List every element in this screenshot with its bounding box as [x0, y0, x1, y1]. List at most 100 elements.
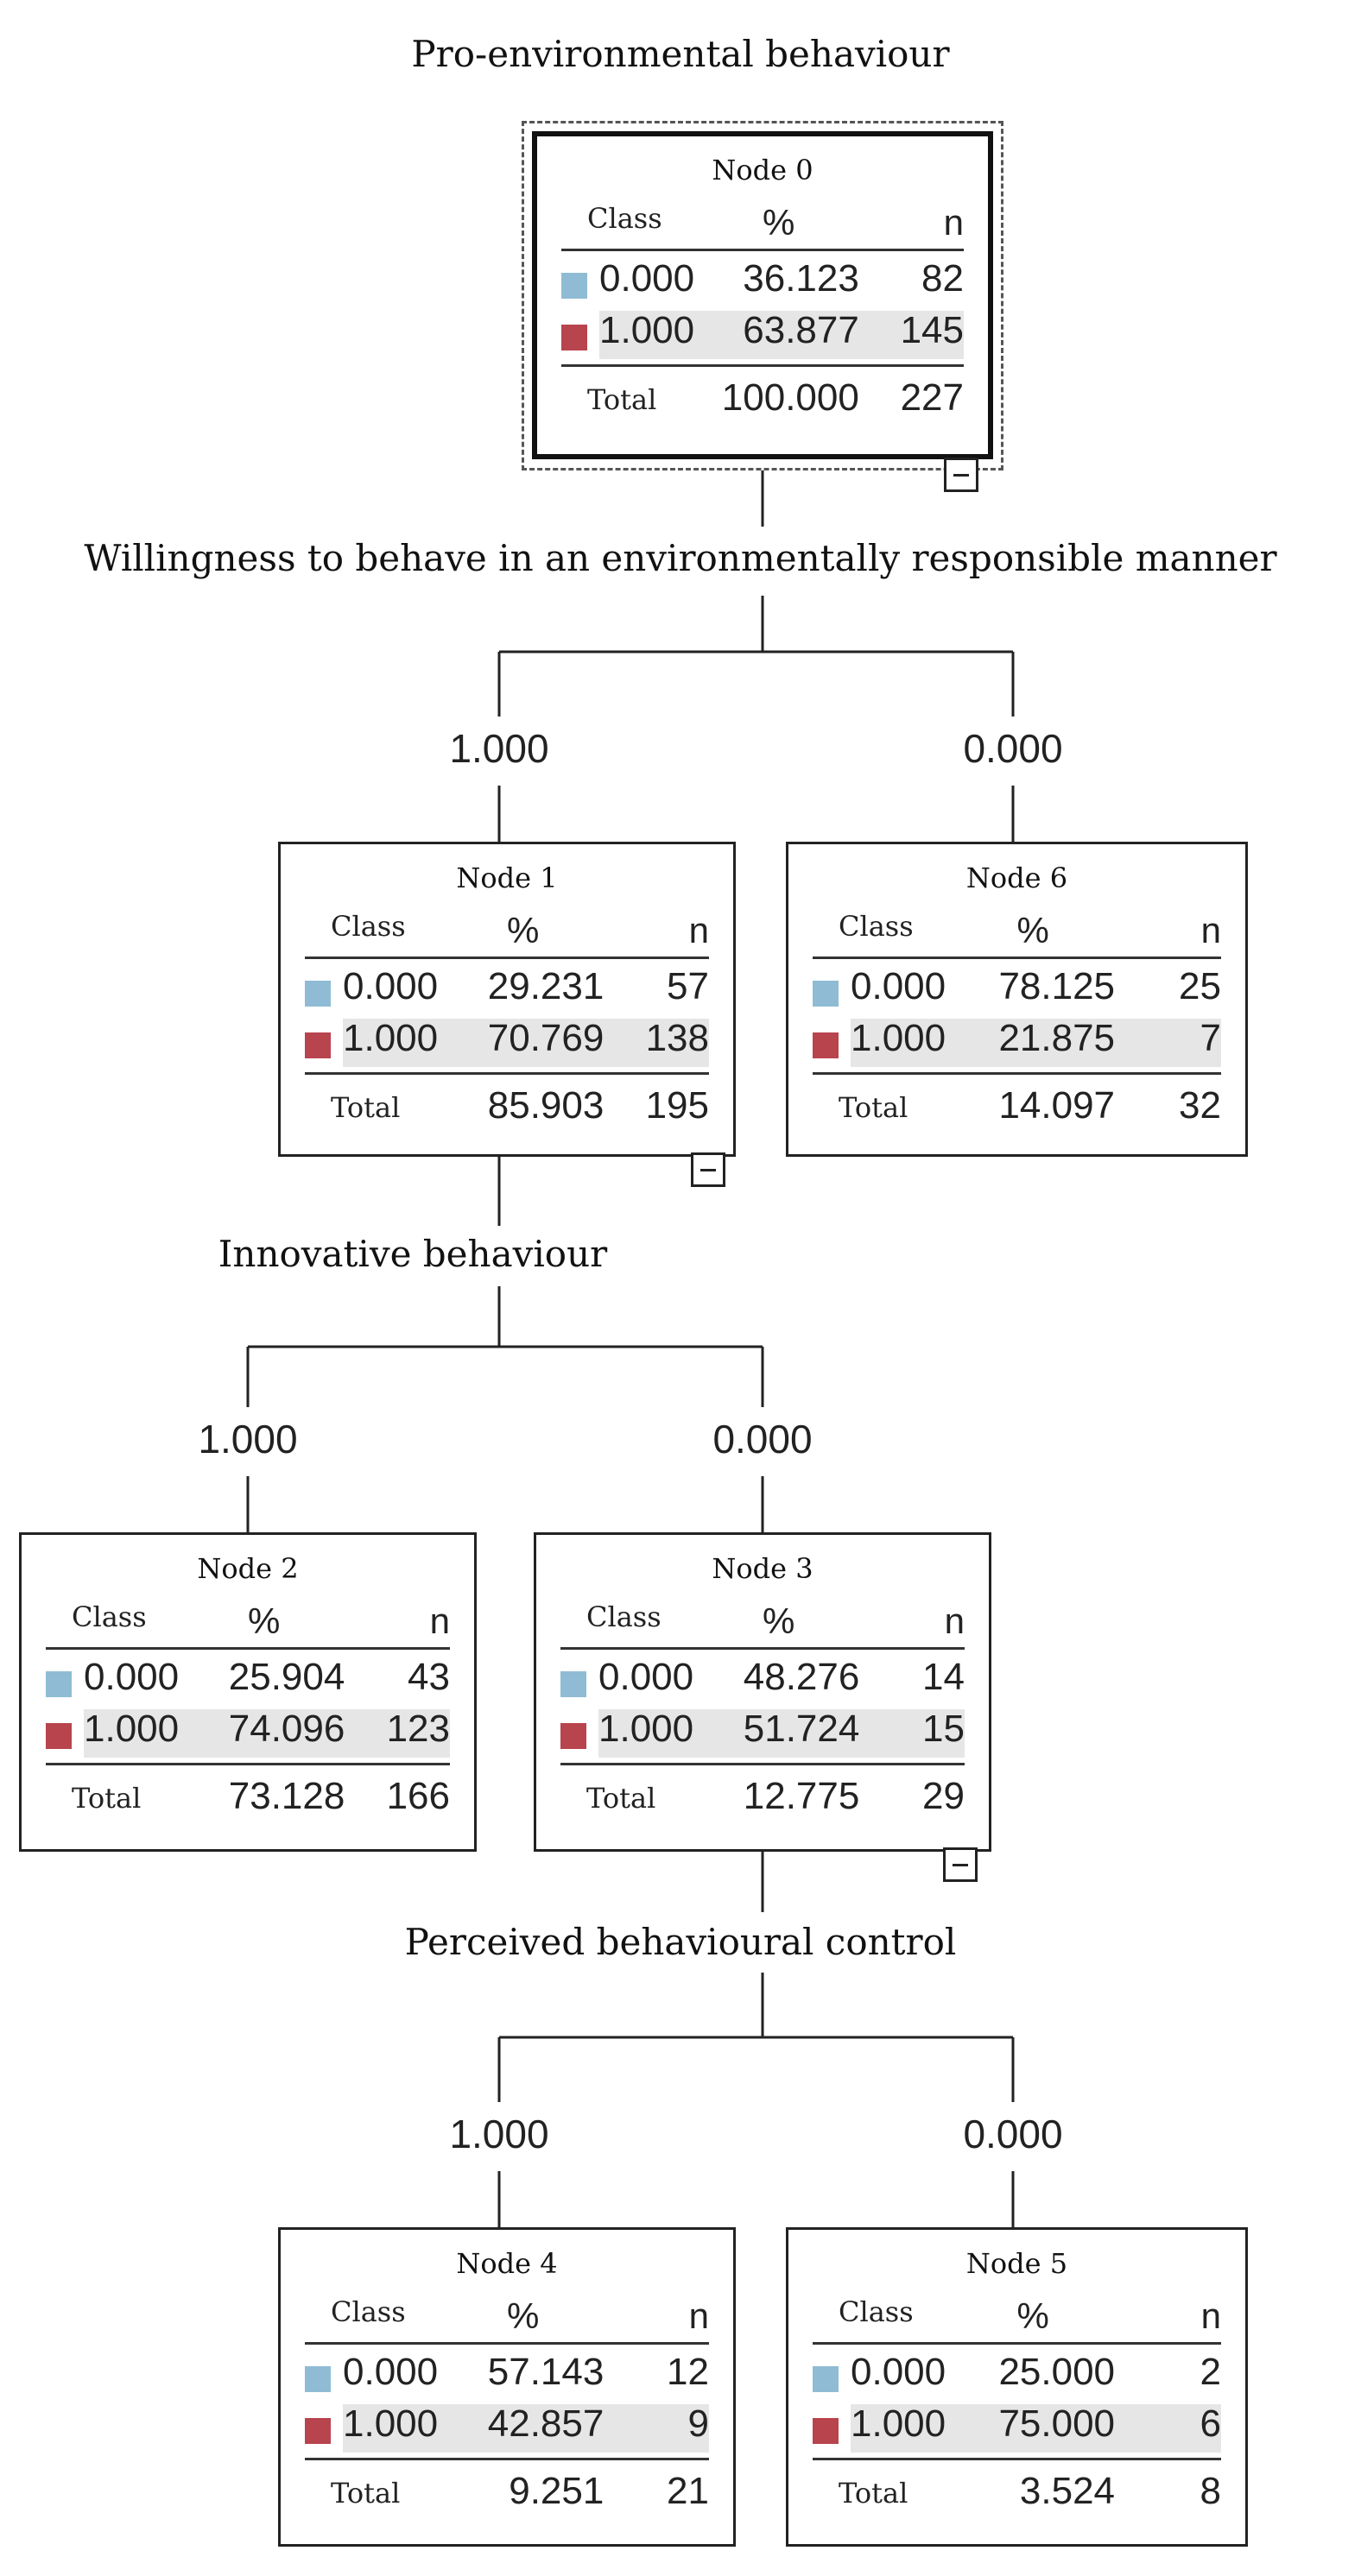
class-1-value: 1.000: [343, 1017, 439, 1059]
class-1-n: 9: [687, 2402, 709, 2445]
node-title: Node 6: [965, 862, 1068, 894]
class-0-value: 0.000: [851, 965, 946, 1007]
total-rule: [46, 1763, 450, 1765]
class-0-percent: 25.000: [998, 2351, 1116, 2393]
node-table: Class % n 0.000 29.231 57 1.000 70.769 1…: [305, 906, 709, 1157]
header-class: Class: [839, 910, 914, 943]
header-n: n: [429, 1601, 450, 1641]
node-title: Node 4: [456, 2247, 558, 2280]
header-percent: %: [507, 2295, 540, 2336]
class-0-swatch: [561, 273, 587, 299]
header-rule: [305, 2342, 709, 2345]
collapse-minus-icon[interactable]: [691, 1152, 725, 1187]
class-1-n: 6: [1200, 2402, 1221, 2445]
class-1-swatch: [46, 1723, 72, 1749]
class-1-value: 1.000: [851, 1017, 946, 1059]
class-0-percent: 36.123: [743, 257, 859, 300]
class-1-n: 123: [386, 1708, 450, 1750]
branch-label-split1-left: 1.000: [449, 726, 549, 771]
total-rule: [561, 364, 964, 367]
total-n: 32: [1179, 1084, 1221, 1127]
header-percent: %: [248, 1601, 281, 1641]
split1-variable-label: Willingness to behave in an environmenta…: [84, 537, 1277, 579]
class-1-value: 1.000: [343, 2402, 439, 2445]
class-0-n: 14: [922, 1656, 965, 1698]
class-1-swatch: [561, 325, 587, 350]
total-percent: 73.128: [228, 1775, 345, 1817]
branch-label-split1-right: 0.000: [963, 726, 1063, 771]
class-0-percent: 25.904: [228, 1656, 345, 1698]
split3-variable-label: Perceived behavioural control: [404, 1921, 957, 1963]
class-0-n: 25: [1179, 965, 1221, 1007]
class-1-swatch: [813, 1032, 839, 1058]
class-0-swatch: [46, 1671, 72, 1697]
header-rule: [305, 957, 709, 959]
total-n: 227: [900, 376, 964, 419]
class-1-percent: 70.769: [487, 1017, 605, 1059]
total-percent: 9.251: [509, 2470, 605, 2512]
total-label: Total: [839, 2477, 908, 2510]
class-1-row-highlight: [599, 311, 964, 359]
header-percent: %: [1016, 2295, 1049, 2336]
header-class: Class: [72, 1601, 147, 1633]
header-class: Class: [839, 2295, 914, 2328]
class-0-swatch: [813, 2366, 839, 2392]
header-class: Class: [586, 1601, 662, 1633]
class-1-row-highlight: [84, 1709, 450, 1758]
node-2[interactable]: Node 2 Class % n 0.000 25.904 43 1.000 7…: [19, 1532, 477, 1852]
node-table: Class % n 0.000 25.904 43 1.000 74.096 1…: [46, 1597, 450, 1847]
total-n: 21: [667, 2470, 709, 2512]
class-0-percent: 29.231: [487, 965, 605, 1007]
node-0-selection-outline: [522, 121, 1003, 470]
class-1-percent: 74.096: [228, 1708, 345, 1750]
total-label: Total: [331, 1091, 401, 1124]
class-1-row-highlight: [851, 1019, 1221, 1067]
branch-label-split2-right: 0.000: [712, 1417, 813, 1462]
header-percent: %: [507, 910, 540, 950]
class-1-n: 138: [645, 1017, 709, 1059]
total-percent: 3.524: [1019, 2470, 1116, 2512]
node-title: Node 1: [456, 862, 558, 894]
node-1[interactable]: Node 1 Class % n 0.000 29.231 57 1.000 7…: [278, 842, 736, 1157]
header-rule: [813, 2342, 1221, 2345]
header-class: Class: [331, 2295, 406, 2328]
header-n: n: [944, 1601, 965, 1641]
node-table: Class % n 0.000 78.125 25 1.000 21.875 7…: [813, 906, 1221, 1157]
class-1-swatch: [813, 2418, 839, 2444]
total-label: Total: [331, 2477, 401, 2510]
class-1-swatch: [305, 1032, 331, 1058]
node-3[interactable]: Node 3 Class % n 0.000 48.276 14 1.000 5…: [534, 1532, 991, 1852]
total-n: 195: [645, 1084, 709, 1127]
class-0-value: 0.000: [599, 257, 695, 300]
header-rule: [561, 249, 964, 251]
collapse-minus-icon[interactable]: [943, 1847, 978, 1882]
class-1-percent: 75.000: [998, 2402, 1116, 2445]
header-rule: [813, 957, 1221, 959]
node-6[interactable]: Node 6 Class % n 0.000 78.125 25 1.000 2…: [786, 842, 1248, 1157]
class-1-value: 1.000: [851, 2402, 946, 2445]
branch-label-split3-right: 0.000: [963, 2112, 1063, 2156]
header-percent: %: [763, 1601, 795, 1641]
total-label: Total: [839, 1091, 908, 1124]
node-title: Node 2: [197, 1552, 299, 1585]
header-class: Class: [331, 910, 406, 943]
class-1-row-highlight: [598, 1709, 965, 1758]
total-rule: [813, 2458, 1221, 2460]
collapse-minus-icon[interactable]: [944, 458, 978, 492]
total-label: Total: [587, 383, 657, 416]
class-0-n: 12: [667, 2351, 709, 2393]
class-1-row-highlight: [343, 1019, 709, 1067]
split2-variable-label: Innovative behaviour: [218, 1233, 608, 1275]
class-0-percent: 48.276: [743, 1656, 860, 1698]
node-4[interactable]: Node 4 Class % n 0.000 57.143 12 1.000 4…: [278, 2227, 736, 2547]
total-rule: [305, 2458, 709, 2460]
total-percent: 12.775: [743, 1775, 860, 1817]
node-5[interactable]: Node 5 Class % n 0.000 25.000 2 1.000 75…: [786, 2227, 1248, 2547]
node-0[interactable]: Node 0 Class % n 0.000 36.123 82 1.000 6…: [532, 131, 993, 459]
class-1-percent: 42.857: [487, 2402, 605, 2445]
total-n: 8: [1200, 2470, 1221, 2512]
node-table: Class % n 0.000 36.123 82 1.000 63.877 1…: [561, 199, 964, 449]
node-title: Node 5: [965, 2247, 1068, 2280]
